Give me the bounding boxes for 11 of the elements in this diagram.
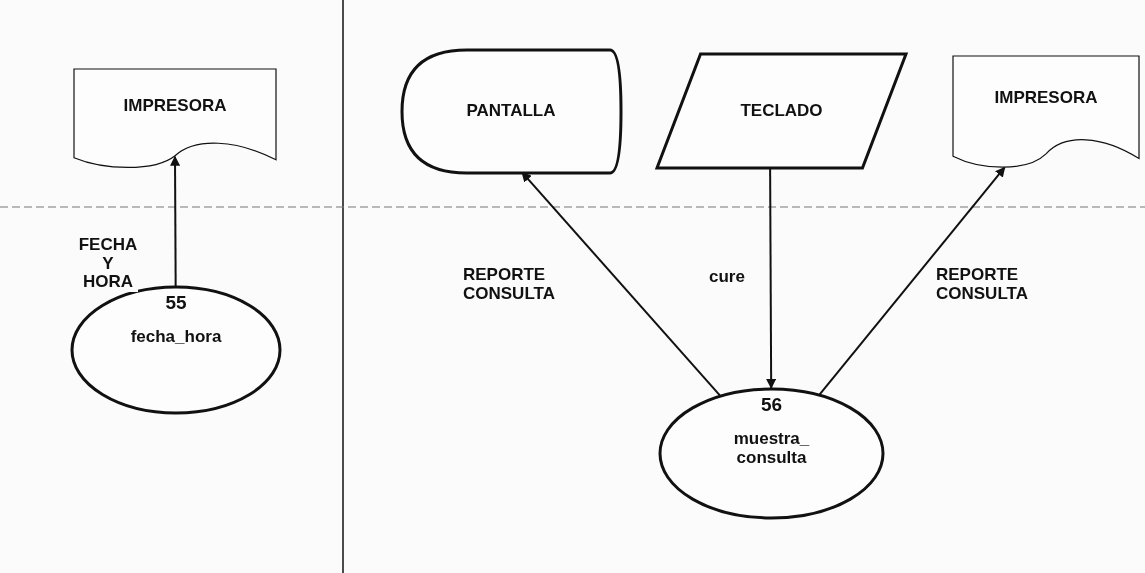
node-label: IMPRESORA bbox=[123, 96, 227, 116]
process-number: 56 bbox=[760, 395, 783, 416]
node-label: PANTALLA bbox=[466, 102, 556, 121]
edge-label: FECHA Y HORA bbox=[78, 236, 138, 293]
node-label: TECLADO bbox=[740, 101, 823, 121]
arrow bbox=[818, 166, 1006, 396]
process-number: 55 bbox=[165, 293, 187, 314]
node-label: IMPRESORA bbox=[994, 88, 1098, 108]
arrow bbox=[170, 155, 181, 287]
node-label: fecha_hora bbox=[130, 327, 222, 347]
node-label: muestra_ consulta bbox=[732, 429, 811, 468]
